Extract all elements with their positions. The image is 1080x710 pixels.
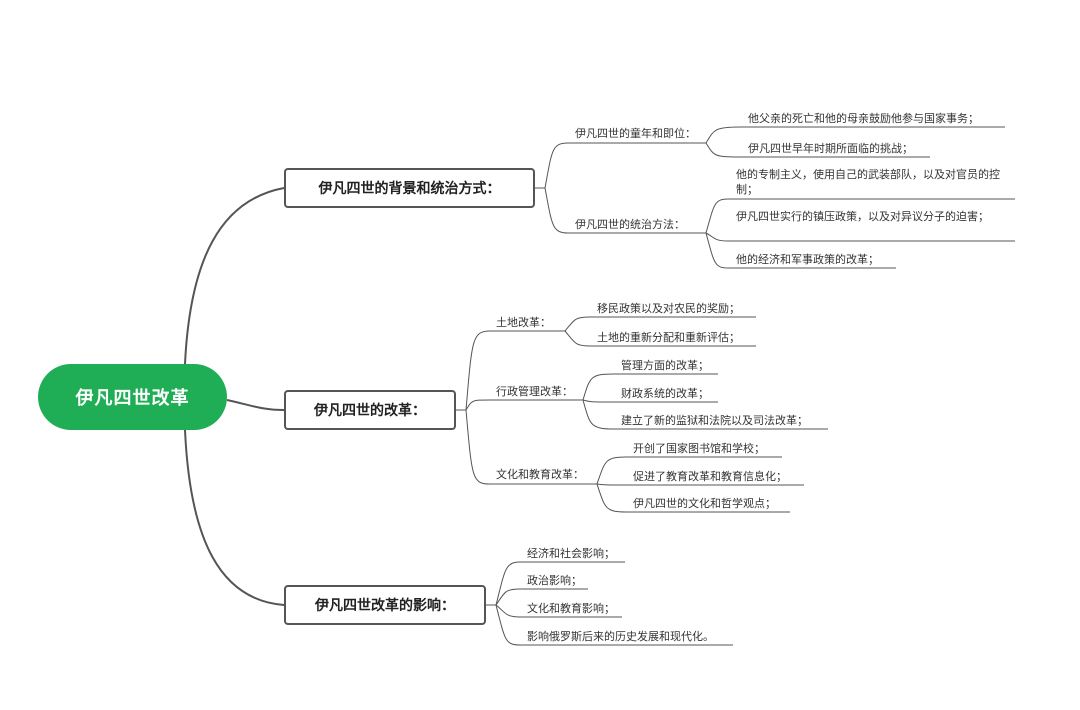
leaf-early-challenges[interactable]: 伊凡四世早年时期所面临的挑战； xyxy=(748,142,913,155)
leaf-economic-social-impact[interactable]: 经济和社会影响； xyxy=(527,547,615,560)
leaf-father-death[interactable]: 他父亲的死亡和他的母亲鼓励他参与国家事务； xyxy=(748,112,979,125)
leaf-economic-military[interactable]: 他的经济和军事政策的改革； xyxy=(736,253,879,266)
branch-reforms[interactable]: 伊凡四世的改革： xyxy=(284,390,456,430)
leaf-management-reform[interactable]: 管理方面的改革； xyxy=(621,359,709,372)
subtopic-land-reform[interactable]: 土地改革： xyxy=(496,316,551,329)
subtopic-childhood[interactable]: 伊凡四世的童年和即位： xyxy=(575,127,696,140)
leaf-land-redistribution[interactable]: 土地的重新分配和重新评估； xyxy=(597,331,740,344)
leaf-repression[interactable]: 伊凡四世实行的镇压政策，以及对异议分子的迫害； xyxy=(736,210,989,223)
leaf-judicial-reform[interactable]: 建立了新的监狱和法院以及司法改革； xyxy=(621,414,808,427)
leaf-modernization-impact[interactable]: 影响俄罗斯后来的历史发展和现代化。 xyxy=(527,630,714,643)
leaf-education-informatization[interactable]: 促进了教育改革和教育信息化； xyxy=(633,470,787,483)
subtopic-admin-reform[interactable]: 行政管理改革： xyxy=(496,385,573,398)
root-node[interactable]: 伊凡四世改革 xyxy=(38,364,227,430)
subtopic-culture-reform[interactable]: 文化和教育改革： xyxy=(496,468,584,481)
leaf-autocracy[interactable]: 他的专制主义，使用自己的武装部队，以及对官员的控制； xyxy=(736,168,1000,196)
leaf-culture-education-impact[interactable]: 文化和教育影响； xyxy=(527,602,615,615)
leaf-migration-policy[interactable]: 移民政策以及对农民的奖励； xyxy=(597,302,740,315)
link-root-branch-1 xyxy=(184,187,285,365)
branch-background[interactable]: 伊凡四世的背景和统治方式： xyxy=(284,168,535,208)
link-root-branch-3 xyxy=(184,429,285,606)
subtopic-rule-method[interactable]: 伊凡四世的统治方法： xyxy=(575,218,685,231)
leaf-library-school[interactable]: 开创了国家图书馆和学校； xyxy=(633,442,765,455)
link-root-branch-2 xyxy=(226,399,285,411)
leaf-political-impact[interactable]: 政治影响； xyxy=(527,574,582,587)
leaf-philosophy[interactable]: 伊凡四世的文化和哲学观点； xyxy=(633,497,776,510)
branch-impact[interactable]: 伊凡四世改革的影响： xyxy=(284,585,486,625)
leaf-finance-reform[interactable]: 财政系统的改革； xyxy=(621,387,709,400)
